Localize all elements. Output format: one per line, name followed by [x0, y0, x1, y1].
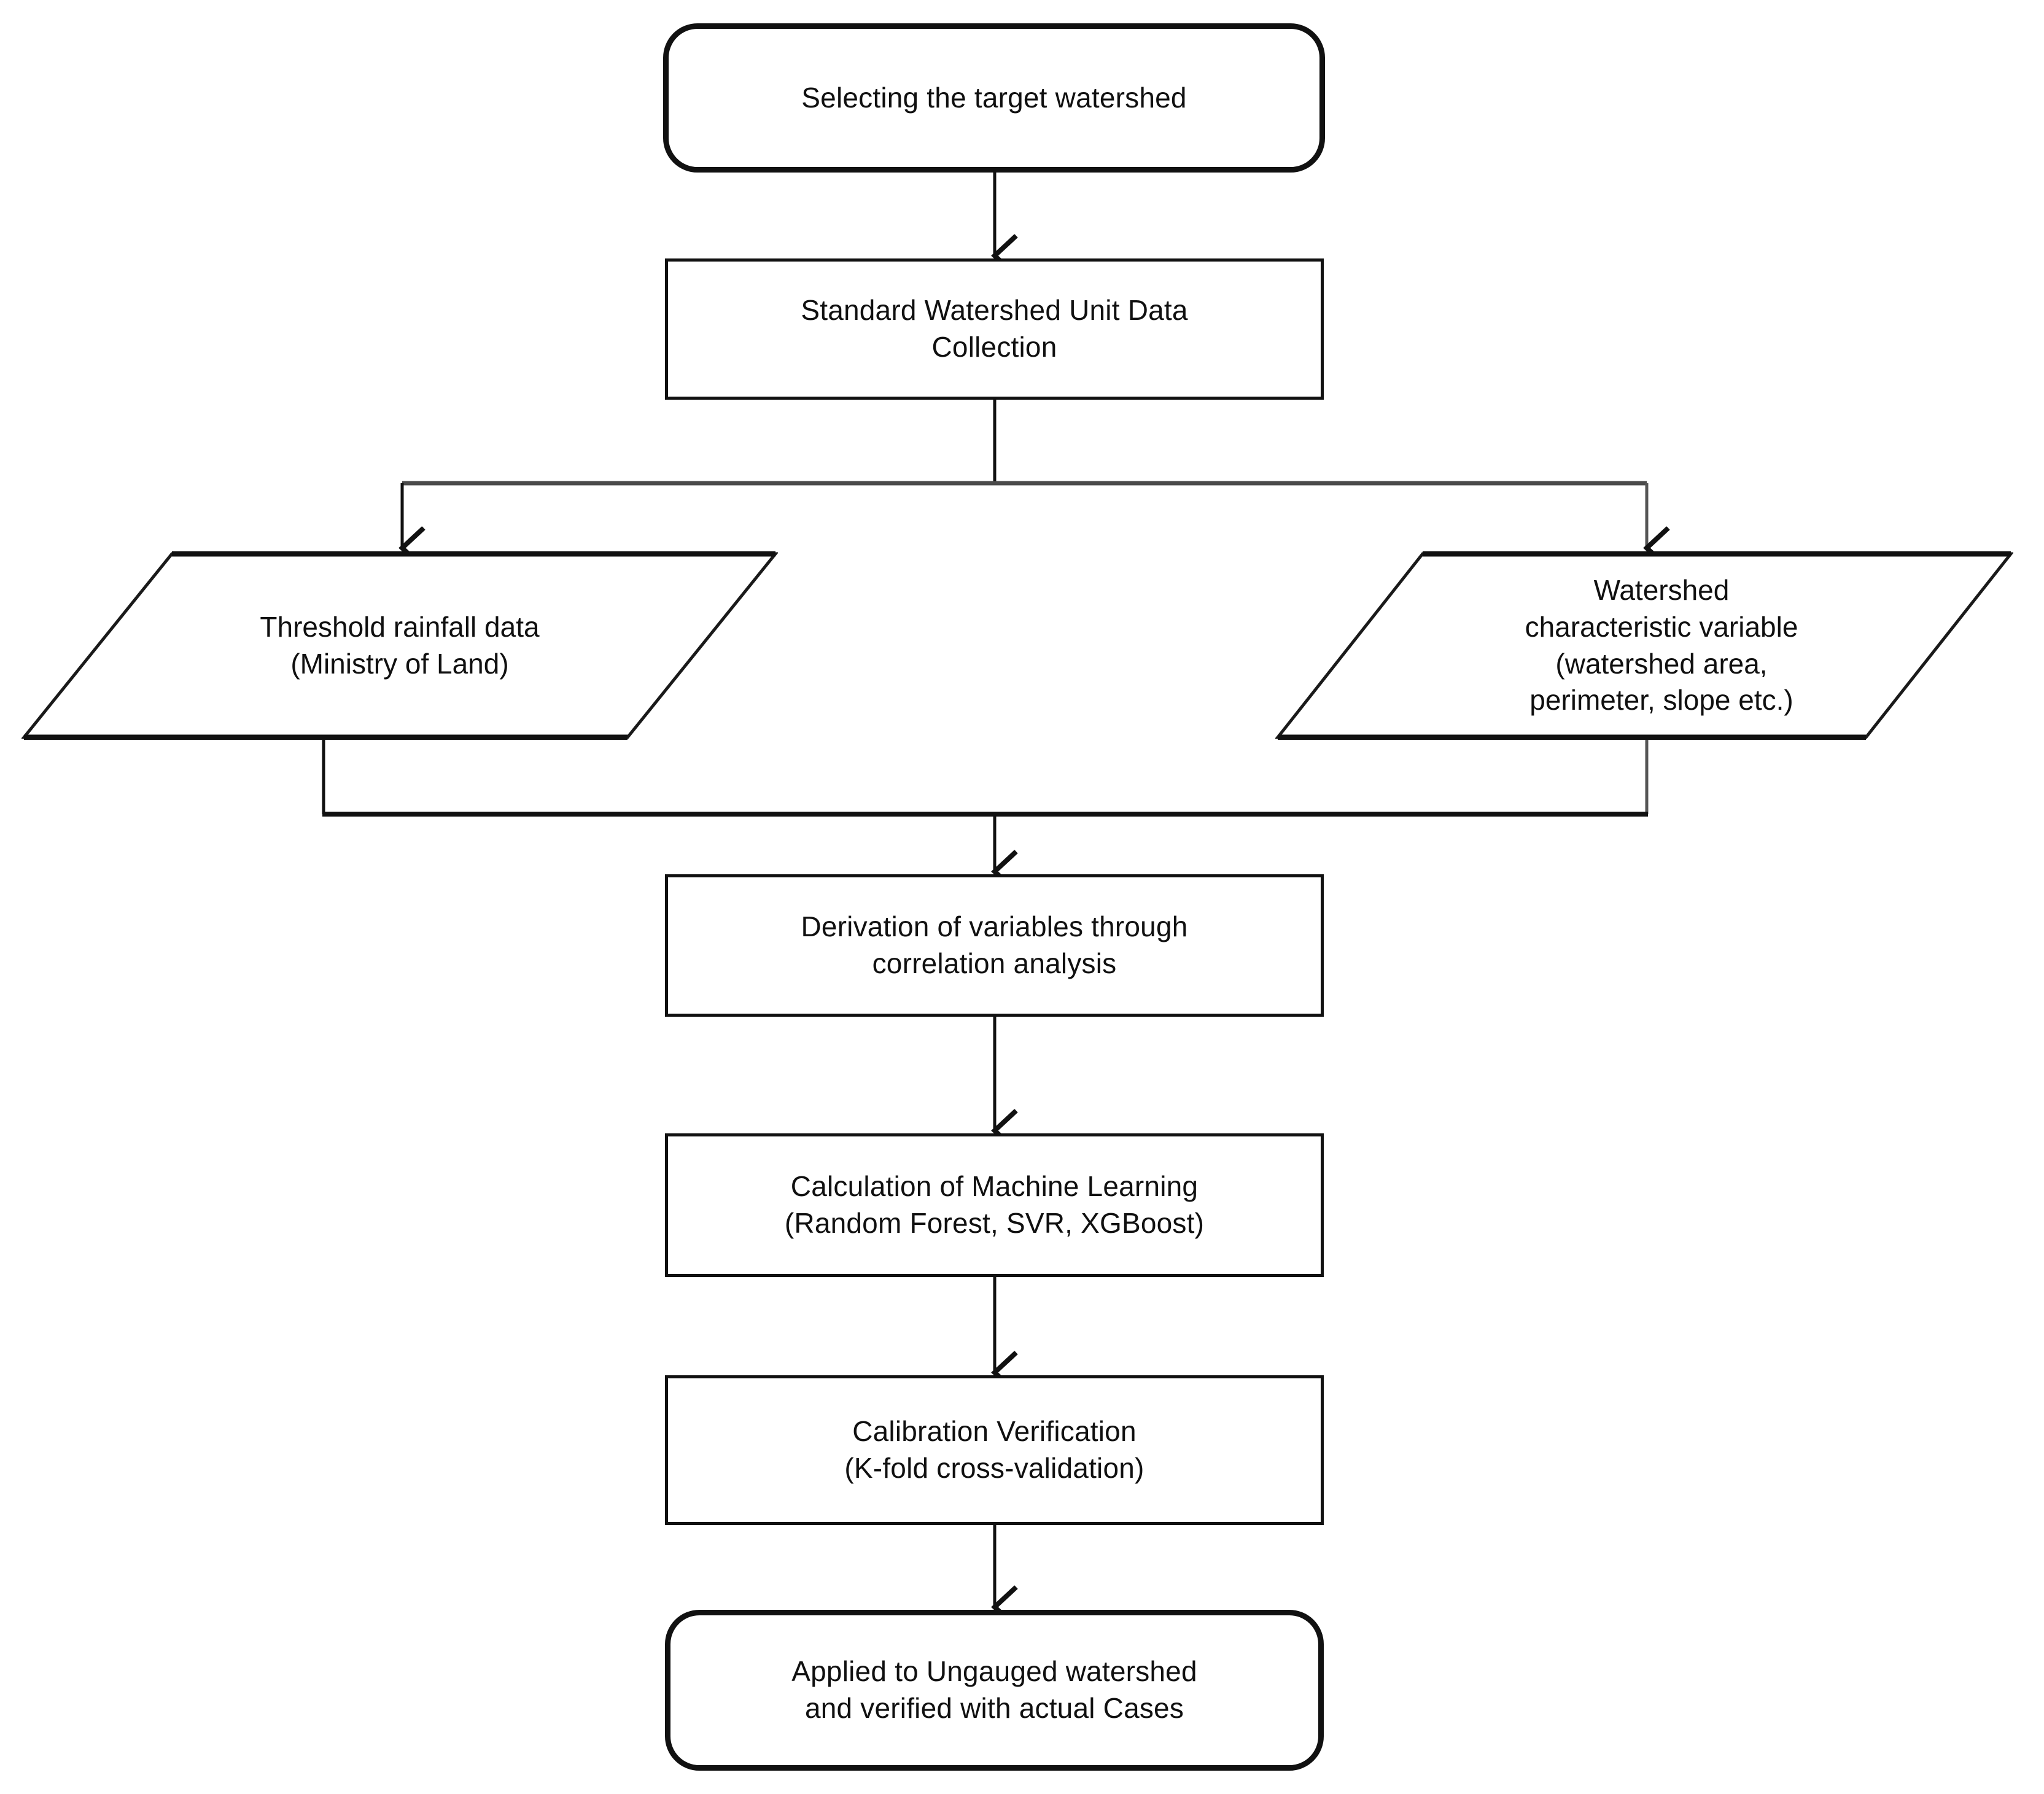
node-threshold-rainfall-data[interactable]: Threshold rainfall data (Ministry of Lan…	[21, 551, 778, 740]
node-label: Calibration Verification (K-fold cross-v…	[844, 1415, 1144, 1484]
node-derivation-of-variables[interactable]: Derivation of variables through correlat…	[665, 874, 1324, 1017]
node-label: Derivation of variables through correlat…	[801, 911, 1188, 979]
node-label: Watershed characteristic variable (water…	[1525, 573, 1798, 716]
node-selecting-target-watershed[interactable]: Selecting the target watershed	[663, 23, 1325, 173]
node-watershed-characteristic-variable[interactable]: Watershed characteristic variable (water…	[1275, 551, 2013, 740]
node-label: Threshold rainfall data (Ministry of Lan…	[260, 610, 540, 680]
node-calculation-of-machine-learning[interactable]: Calculation of Machine Learning (Random …	[665, 1133, 1324, 1277]
parallelogram-shape	[21, 551, 778, 740]
node-label: Standard Watershed Unit Data Collection	[801, 294, 1188, 363]
parallelogram-shape	[1275, 551, 2013, 740]
node-label: Applied to Ungauged watershed and verifi…	[791, 1655, 1197, 1724]
node-label: Selecting the target watershed	[801, 81, 1187, 114]
node-label: Calculation of Machine Learning (Random …	[784, 1170, 1205, 1239]
node-standard-watershed-unit-data-collection[interactable]: Standard Watershed Unit Data Collection	[665, 258, 1324, 400]
node-applied-to-ungauged-watershed[interactable]: Applied to Ungauged watershed and verifi…	[665, 1610, 1324, 1771]
node-calibration-verification[interactable]: Calibration Verification (K-fold cross-v…	[665, 1375, 1324, 1525]
